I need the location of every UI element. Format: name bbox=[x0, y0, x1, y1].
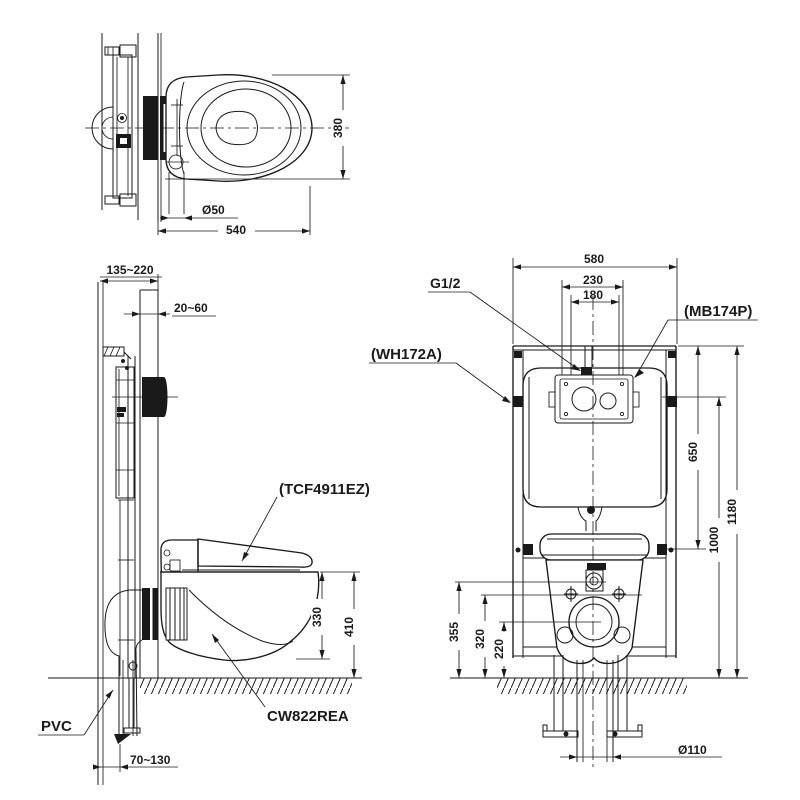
label-frame-model: (WH172A) bbox=[369, 346, 511, 403]
toilet-top-view: 380 Ø50 540 bbox=[85, 33, 352, 237]
label-bowl: CW822REA bbox=[211, 633, 349, 725]
frame-legs bbox=[542, 655, 643, 738]
dim-drain-center-height: 220 bbox=[492, 621, 601, 678]
frame-section-plan bbox=[91, 44, 137, 207]
bowl-side bbox=[160, 571, 320, 662]
dim-tank-height: 650 bbox=[660, 346, 706, 550]
svg-text:(TCF4911EZ): (TCF4911EZ) bbox=[279, 481, 370, 498]
svg-text:PVC: PVC bbox=[41, 718, 72, 735]
floor-front bbox=[450, 677, 748, 694]
dim-wall-depth: 135~220 bbox=[100, 263, 162, 292]
svg-text:G1/2: G1/2 bbox=[430, 275, 461, 291]
svg-text:1180: 1180 bbox=[725, 499, 739, 525]
water-supply-stub bbox=[581, 367, 592, 376]
water-surface bbox=[215, 110, 258, 146]
dim-bolt-pitch: 180 bbox=[570, 288, 620, 375]
svg-text:CW822REA: CW822REA bbox=[267, 708, 349, 725]
dim-frame-height: 1180 bbox=[725, 346, 740, 678]
dim-bolt-height: 320 bbox=[473, 594, 642, 678]
bowl-front bbox=[539, 533, 650, 665]
dim-opening-width: 230 bbox=[561, 273, 624, 375]
dim-seat-width: 380 bbox=[165, 74, 350, 180]
flush-plate-side bbox=[112, 377, 178, 417]
label-water-supply: G1/2 bbox=[428, 275, 581, 371]
svg-text:540: 540 bbox=[226, 223, 246, 237]
flush-button-large bbox=[571, 386, 597, 412]
svg-text:Ø110: Ø110 bbox=[678, 743, 707, 757]
dim-bowl-bottom: 330 bbox=[296, 571, 360, 660]
drain-stack bbox=[576, 660, 614, 762]
seat-lid bbox=[197, 538, 313, 568]
svg-text:580: 580 bbox=[584, 252, 604, 266]
fixing-bolts-front bbox=[564, 586, 626, 602]
dim-panel-thickness: 20~60 bbox=[124, 301, 216, 317]
svg-text:230: 230 bbox=[583, 273, 603, 287]
svg-text:1000: 1000 bbox=[707, 526, 721, 553]
label-flush-plate: (MB174P) bbox=[634, 303, 758, 378]
svg-text:(WH172A): (WH172A) bbox=[371, 346, 442, 363]
dim-flush-pipe-height: 355 bbox=[447, 581, 606, 678]
fixing-holes-plan bbox=[167, 99, 189, 170]
svg-text:180: 180 bbox=[583, 288, 603, 302]
svg-text:650: 650 bbox=[686, 442, 700, 462]
label-pvc: PVC bbox=[38, 689, 114, 736]
flush-plate-front bbox=[548, 374, 640, 424]
svg-text:380: 380 bbox=[331, 118, 345, 138]
drain-elbow bbox=[104, 588, 158, 744]
dim-bowl-length: 540 bbox=[157, 186, 311, 237]
svg-text:330: 330 bbox=[310, 607, 324, 627]
dim-frame-width: 580 bbox=[512, 252, 678, 344]
cistern-front bbox=[522, 346, 668, 531]
floor-side bbox=[48, 677, 362, 694]
dim-rim-height: 410 bbox=[342, 572, 357, 678]
frame-side bbox=[102, 346, 141, 734]
svg-text:320: 320 bbox=[473, 629, 487, 649]
dim-drain-offset: 70~130 bbox=[93, 744, 178, 772]
svg-text:220: 220 bbox=[492, 639, 506, 659]
installation-front-view: 580 230 180 G1/2 (MB174P) bbox=[369, 252, 758, 768]
label-washlet: (TCF4911EZ) bbox=[241, 481, 370, 562]
flush-button-small bbox=[599, 392, 617, 410]
svg-text:(MB174P): (MB174P) bbox=[684, 303, 752, 320]
svg-text:20~60: 20~60 bbox=[174, 301, 208, 315]
svg-text:135~220: 135~220 bbox=[106, 263, 153, 277]
dim-drain-pipe: Ø110 bbox=[560, 743, 722, 760]
svg-text:355: 355 bbox=[447, 622, 461, 642]
dim-supply-hole: Ø50 bbox=[160, 172, 238, 221]
svg-text:Ø50: Ø50 bbox=[202, 203, 225, 217]
svg-text:410: 410 bbox=[342, 617, 356, 637]
dim-inlet-height: 1000 bbox=[662, 396, 726, 678]
svg-text:70~130: 70~130 bbox=[130, 753, 171, 767]
installation-side-view: 135~220 20~60 bbox=[38, 263, 370, 785]
